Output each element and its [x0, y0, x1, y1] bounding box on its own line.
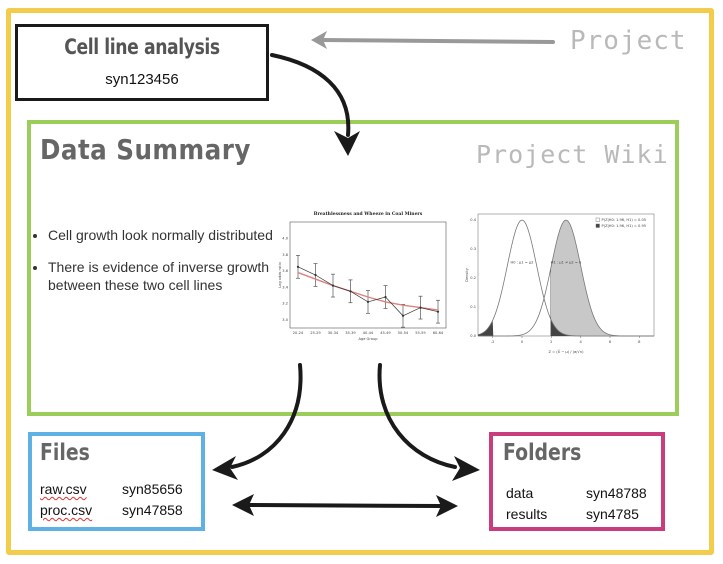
y-tick-label: 3.2: [282, 302, 288, 306]
folders-panel: Folders data syn48788 results syn4785: [489, 432, 665, 531]
folder-name[interactable]: results: [506, 506, 548, 522]
x-tick-label: 25-29: [310, 331, 321, 335]
wiki-frame: [27, 120, 679, 416]
curve-label: H1 : μ1 ≠ μ2 = δ: [551, 260, 581, 264]
x-tick-label: 0: [521, 340, 524, 344]
folders-title: Folders: [503, 440, 582, 466]
x-tick-label: 55-59: [415, 331, 426, 335]
x-tick-label: 30-34: [328, 331, 339, 335]
x-tick-label: 4: [580, 340, 583, 344]
x-tick-label: -2: [491, 340, 495, 344]
y-axis-label: Density: [465, 267, 469, 282]
y-tick-label: 3.8: [282, 253, 288, 257]
data-point: [349, 290, 352, 293]
data-point: [436, 310, 440, 313]
folder-name[interactable]: data: [506, 485, 534, 501]
files-panel: Files raw.csv syn85656 proc.csv syn47858: [28, 432, 205, 531]
wiki-bullet: There is evidence of inverse growth betw…: [48, 258, 288, 294]
folder-id: syn4785: [586, 506, 639, 522]
project-label: Project: [570, 26, 687, 56]
data-point: [296, 265, 300, 268]
y-tick-label: 3.4: [282, 285, 288, 289]
data-point: [366, 300, 370, 304]
project-title: Cell line analysis: [64, 35, 220, 59]
project-id: syn123456: [105, 71, 179, 88]
project-frame: [6, 8, 714, 555]
x-tick-label: 20-24: [293, 331, 304, 335]
x-axis-label: Z = (X̄ − μ) / (σ/√n): [549, 349, 585, 354]
h0-reject-area: [478, 320, 494, 336]
wiki-title: Data Summary: [40, 133, 251, 166]
h0-reject-area: [550, 319, 654, 336]
x-tick-label: 6: [609, 340, 612, 344]
chart-title: Breathlessness and Wheeze in Coal Miners: [314, 211, 423, 217]
x-tick-label: 2: [550, 340, 552, 344]
legend-swatch: [595, 217, 600, 222]
curve-label: H0 : μ1 = μ2: [511, 260, 534, 264]
file-id: syn85656: [122, 481, 183, 497]
data-point: [419, 306, 422, 309]
file-id: syn47858: [122, 502, 183, 518]
data-point: [314, 273, 317, 277]
wiki-bullet: Cell growth look normally distributed: [48, 226, 288, 244]
legend-label: P(Z|H0: 1.96, H1) = 0.95: [602, 224, 647, 228]
file-name[interactable]: proc.csv: [40, 502, 93, 518]
legend-swatch: [595, 223, 600, 228]
y-axis-label: Log odds ratio: [278, 262, 282, 288]
y-tick-label: 4.0: [282, 237, 288, 241]
x-tick-label: 60-64: [433, 331, 444, 335]
y-tick-label: 0.2: [470, 276, 476, 280]
y-tick-label: 0.1: [470, 305, 476, 309]
x-tick-label: 40-44: [363, 331, 374, 335]
y-tick-label: 0.3: [470, 247, 476, 251]
y-tick-label: 3.6: [282, 269, 288, 273]
data-point: [331, 284, 335, 287]
x-axis-label: Age Group: [358, 337, 378, 341]
x-tick-label: 50-54: [398, 331, 409, 335]
files-title: Files: [40, 440, 90, 466]
h1-power-area: [550, 220, 654, 336]
line-chart: Breathlessness and Wheeze in Coal Miners…: [278, 211, 447, 341]
x-tick-label: 45-49: [380, 331, 391, 335]
file-name[interactable]: raw.csv: [40, 481, 87, 497]
y-tick-label: 0.4: [470, 218, 476, 222]
y-tick-label: 3.0: [282, 318, 288, 322]
y-tick-label: 0.0: [470, 334, 476, 338]
plot-frame: [289, 221, 447, 329]
wiki-label: Project Wiki: [476, 140, 669, 169]
data-point: [401, 314, 405, 317]
project-card[interactable]: Cell line analysis syn123456: [15, 24, 269, 101]
folder-id: syn48788: [586, 485, 647, 501]
x-tick-label: 35-39: [345, 331, 356, 335]
density-chart: H0 : μ1 = μ2 H1 : μ1 ≠ μ2 = δ -2 0 2 4 6 8 0.0 0…: [465, 213, 655, 354]
x-tick-label: 8: [638, 340, 641, 344]
data-point: [384, 295, 387, 299]
series-line: [297, 271, 439, 311]
wiki-bullets: Cell growth look normally distributed Th…: [20, 226, 288, 308]
density-curve: [478, 219, 654, 337]
legend-label: P(Z|H0: 1.96, H1) = 0.05: [602, 218, 647, 222]
